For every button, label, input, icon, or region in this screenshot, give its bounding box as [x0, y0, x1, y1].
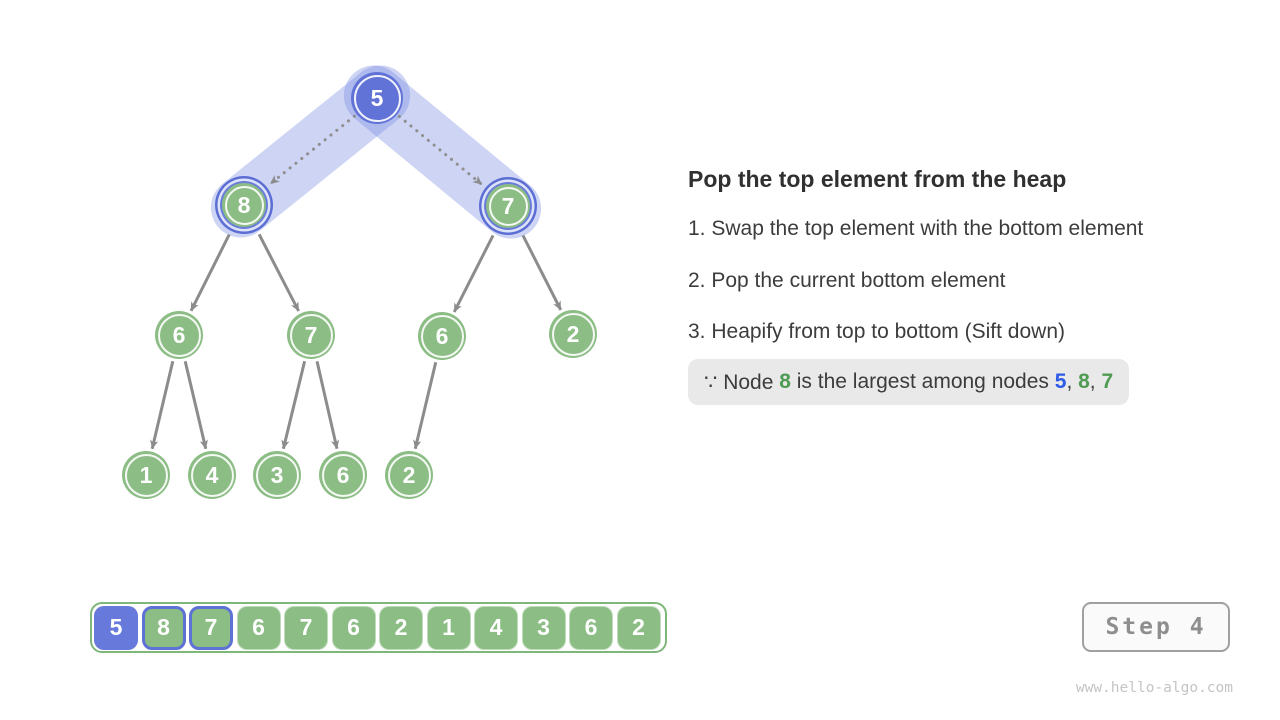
step-instruction-2: 2. Pop the current bottom element — [688, 269, 1006, 292]
array-cell: 5 — [94, 605, 138, 650]
note-segment: , — [1066, 370, 1079, 393]
array-cell: 6 — [331, 605, 376, 650]
tree-node: 6 — [418, 312, 466, 360]
array-cell: 6 — [236, 605, 281, 650]
note-segment: 5 — [1054, 370, 1067, 393]
note-segment: ∵ Node — [704, 370, 780, 394]
tree-node: 7 — [287, 311, 335, 359]
tree-edge-arrow — [521, 234, 563, 311]
array-cell: 7 — [284, 605, 328, 650]
tree-edge-arrow — [257, 233, 300, 312]
tree-node: 6 — [319, 451, 367, 499]
step-instruction-3: 3. Heapify from top to bottom (Sift down… — [688, 320, 1065, 343]
tree-edge-arrow — [183, 360, 208, 450]
tree-edge-arrow — [413, 361, 438, 450]
note-segment: is the largest among nodes — [790, 370, 1055, 393]
tree-edge-arrow — [452, 234, 495, 313]
tree-edge-arrow — [281, 360, 307, 450]
array-cell: 7 — [189, 605, 233, 650]
tree-node: 2 — [385, 451, 433, 499]
tree-node: 4 — [188, 451, 236, 499]
site-watermark: www.hello-algo.com — [1075, 680, 1233, 696]
note-segment: 7 — [1101, 370, 1114, 393]
array-cell: 4 — [474, 605, 518, 650]
array-cell: 2 — [616, 605, 661, 650]
array-cell: 1 — [426, 605, 471, 650]
tree-edge-arrow — [189, 233, 231, 312]
array-cell: 2 — [379, 605, 423, 650]
tree-node: 5 — [351, 72, 403, 124]
step-indicator-button[interactable]: Step 4 — [1082, 602, 1230, 652]
tree-node: 7 — [486, 184, 530, 228]
tree-node: 6 — [155, 311, 203, 359]
tree-node: 2 — [549, 310, 597, 358]
array-cell: 6 — [569, 605, 613, 650]
tree-edge-arrow — [150, 360, 175, 450]
panel-title: Pop the top element from the heap — [688, 166, 1067, 192]
tree-node: 1 — [122, 451, 170, 499]
note-segment: , — [1089, 370, 1102, 393]
note-segment: 8 — [1078, 370, 1090, 393]
array-cell: 3 — [521, 605, 566, 650]
array-cell: 8 — [141, 605, 186, 650]
tree-edge-arrow — [315, 360, 340, 450]
compare-arrow — [397, 114, 484, 186]
compare-arrow — [268, 114, 356, 186]
step-instruction-1: 1. Swap the top element with the bottom … — [688, 217, 1144, 240]
reason-note: ∵ Node 8 is the largest among nodes 5, 8… — [688, 359, 1130, 405]
tree-node: 3 — [253, 451, 301, 499]
note-segment: 8 — [779, 370, 791, 393]
tree-node: 8 — [222, 183, 266, 227]
